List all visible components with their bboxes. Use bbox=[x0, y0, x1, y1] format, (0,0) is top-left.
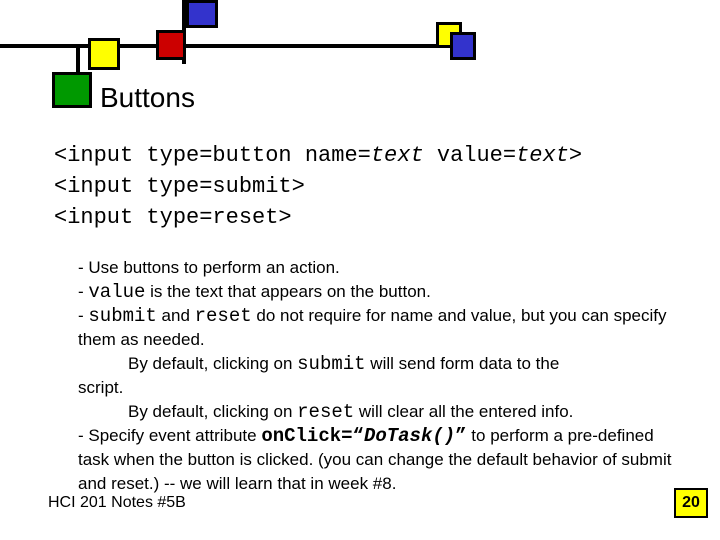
page-number-badge: 20 bbox=[674, 488, 708, 518]
note-line: By default, clicking on submit will send… bbox=[128, 353, 560, 375]
code-line-submit: <input type=submit> bbox=[54, 174, 305, 199]
footer-course: HCI 201 Notes #5B bbox=[48, 494, 186, 511]
notes-body: - Use buttons to perform an action. - va… bbox=[78, 256, 688, 496]
red-square-icon bbox=[156, 30, 186, 60]
note-line: By default, clicking on reset will clear… bbox=[128, 401, 574, 423]
note-line: - Use buttons to perform an action. bbox=[78, 258, 340, 277]
code-examples: <input type=button name=text value=text>… bbox=[54, 140, 582, 233]
blue-square-right-icon bbox=[450, 32, 476, 60]
code-line-reset: <input type=reset> bbox=[54, 205, 292, 230]
blue-square-icon bbox=[186, 0, 218, 28]
green-square-icon bbox=[52, 72, 92, 108]
slide-title: Buttons bbox=[100, 82, 195, 113]
code-line-button: <input type=button name=text value=text> bbox=[54, 143, 583, 168]
header-line bbox=[0, 44, 470, 48]
yellow-square-icon bbox=[88, 38, 120, 70]
note-line: - submit and reset do not require for na… bbox=[78, 305, 667, 349]
note-line: - value is the text that appears on the … bbox=[78, 281, 431, 303]
note-line: - Specify event attribute onClick=“DoTas… bbox=[78, 425, 672, 493]
note-line: script. bbox=[78, 378, 124, 397]
